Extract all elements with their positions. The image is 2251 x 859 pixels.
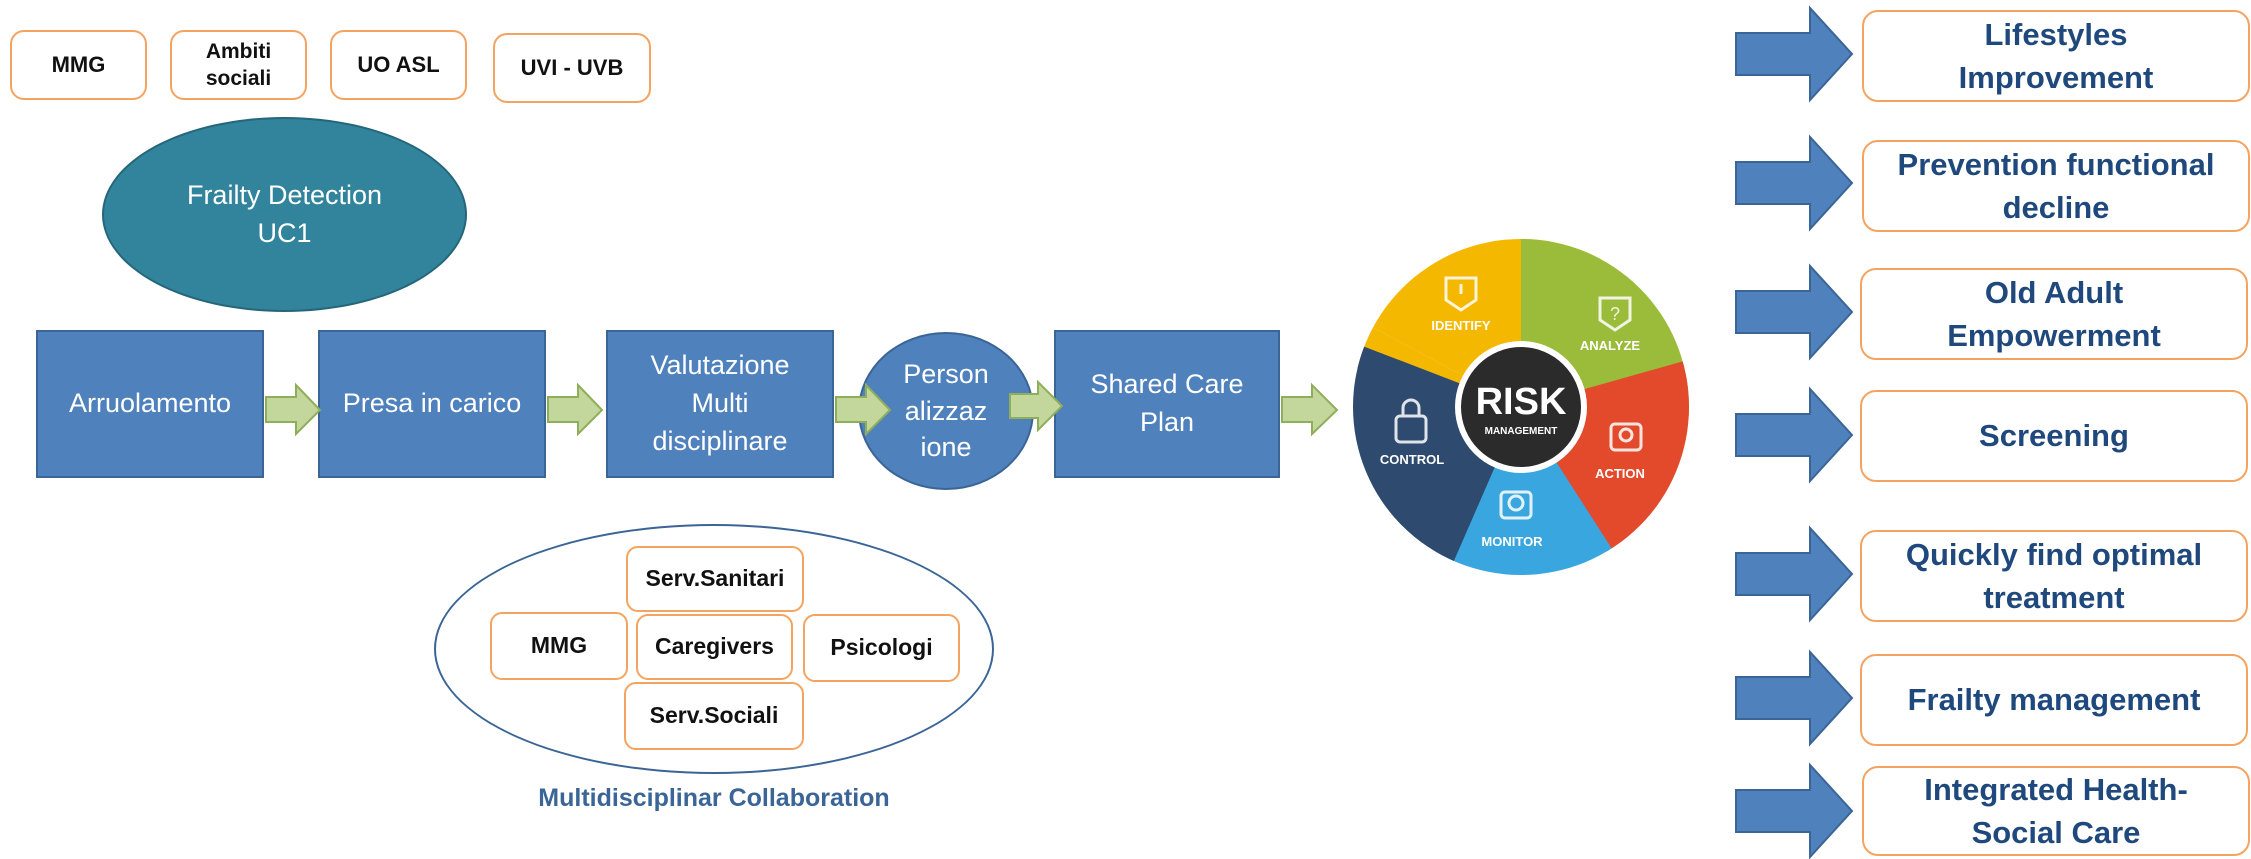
svg-text:?: ? [1610, 304, 1620, 324]
tag-caregivers: Caregivers [636, 614, 793, 680]
action-icon [1609, 422, 1643, 452]
frailty-subtitle: UC1 [257, 217, 312, 248]
step-valutazione-label: Valutazione Multi disciplinare [650, 350, 790, 456]
arrow-right-icon [1735, 386, 1854, 484]
outcome-frailty-label: Frailty management [1907, 682, 2201, 718]
outcome-prevention-label: Prevention functional decline [1897, 146, 2215, 225]
arrow-right-icon [1735, 263, 1854, 361]
tag-psicologi: Psicologi [803, 614, 960, 682]
segment-identify [1353, 239, 1521, 407]
arrow-right-icon [265, 382, 322, 437]
outcome-prevention: Prevention functional decline [1862, 140, 2250, 232]
outcome-integrated-care: Integrated Health- Social Care [1862, 766, 2250, 856]
frailty-detection-ellipse: Frailty Detection UC1 [102, 117, 467, 312]
arrow-right-icon [1735, 134, 1854, 232]
arrow-right-icon [547, 382, 604, 437]
arrow-right-icon [1735, 762, 1854, 859]
risk-center [1461, 347, 1581, 467]
outcome-integrated-label: Integrated Health- Social Care [1924, 771, 2188, 850]
label-control: CONTROL [1380, 452, 1444, 467]
tag-uvi-label: UVI - UVB [520, 54, 624, 80]
identify-icon [1444, 276, 1478, 312]
step-presa-in-carico: Presa in carico [318, 330, 546, 478]
tag-ambiti-sociali: Ambiti sociali [170, 30, 307, 100]
step-arruolamento: Arruolamento [36, 330, 264, 478]
outcome-treatment-label: Quickly find optimal treatment [1905, 536, 2203, 615]
tag-serv-sociali: Serv.Sociali [624, 682, 804, 750]
outcome-empowerment: Old Adult Empowerment [1860, 268, 2248, 360]
arrow-right-icon [1735, 649, 1854, 747]
tag-mmg: MMG [10, 30, 147, 100]
step-shared-label: Shared Care Plan [1090, 369, 1244, 437]
tag-uo-asl-label: UO ASL [357, 51, 440, 77]
tag-collab-mmg: MMG [490, 612, 628, 680]
outcome-empowerment-label: Old Adult Empowerment [1947, 274, 2161, 353]
tag-serv-sociali-label: Serv.Sociali [649, 702, 779, 729]
arrow-right-icon [1735, 525, 1854, 623]
control-lock-icon [1394, 398, 1428, 444]
tag-uvi-uvb: UVI - UVB [493, 33, 651, 103]
monitor-icon [1499, 490, 1533, 520]
tag-mmg-label: MMG [51, 51, 106, 77]
risk-management-wheel: RISK MANAGEMENT ? IDENTIFY ANALYZE ACTIO… [1353, 239, 1689, 575]
tag-collab-mmg-label: MMG [530, 632, 588, 659]
segment-monitor [1406, 407, 1646, 575]
analyze-icon: ? [1598, 296, 1632, 332]
label-identify: IDENTIFY [1431, 318, 1491, 333]
step-shared-care-plan: Shared Care Plan [1054, 330, 1280, 478]
frailty-title: Frailty Detection [186, 179, 383, 210]
outcome-screening: Screening [1860, 390, 2248, 482]
collaboration-caption: Multidisciplinar Collaboration [538, 784, 890, 812]
outcome-lifestyles: Lifestyles Improvement [1862, 10, 2250, 102]
tag-caregivers-label: Caregivers [655, 633, 774, 660]
label-action: ACTION [1595, 466, 1645, 481]
arrow-right-icon [1281, 382, 1339, 437]
collaboration-ellipse [434, 524, 994, 774]
arrow-right-icon [1735, 5, 1854, 103]
outcome-lifestyles-label: Lifestyles Improvement [1958, 16, 2154, 95]
risk-center-subtitle: MANAGEMENT [1485, 426, 1558, 437]
outcome-screening-label: Screening [1979, 418, 2129, 454]
label-analyze: ANALYZE [1580, 338, 1641, 353]
step-arruolamento-label: Arruolamento [68, 388, 232, 419]
tag-serv-sanitari-label: Serv.Sanitari [645, 565, 785, 592]
tag-serv-sanitari: Serv.Sanitari [626, 546, 804, 612]
risk-center-title: RISK [1476, 381, 1567, 423]
tag-ambiti-label: Ambiti sociali [205, 39, 272, 90]
tag-psicologi-label: Psicologi [830, 634, 933, 661]
step-presa-label: Presa in carico [342, 388, 522, 419]
outcome-treatment: Quickly find optimal treatment [1860, 530, 2248, 622]
step-personalizzazione-label: Person alizzaz ione [903, 359, 989, 463]
label-monitor: MONITOR [1481, 534, 1543, 549]
outcome-frailty-management: Frailty management [1860, 654, 2248, 746]
tag-uo-asl: UO ASL [330, 30, 467, 100]
step-valutazione: Valutazione Multi disciplinare [606, 330, 834, 478]
step-personalizzazione: Person alizzaz ione [858, 332, 1034, 490]
